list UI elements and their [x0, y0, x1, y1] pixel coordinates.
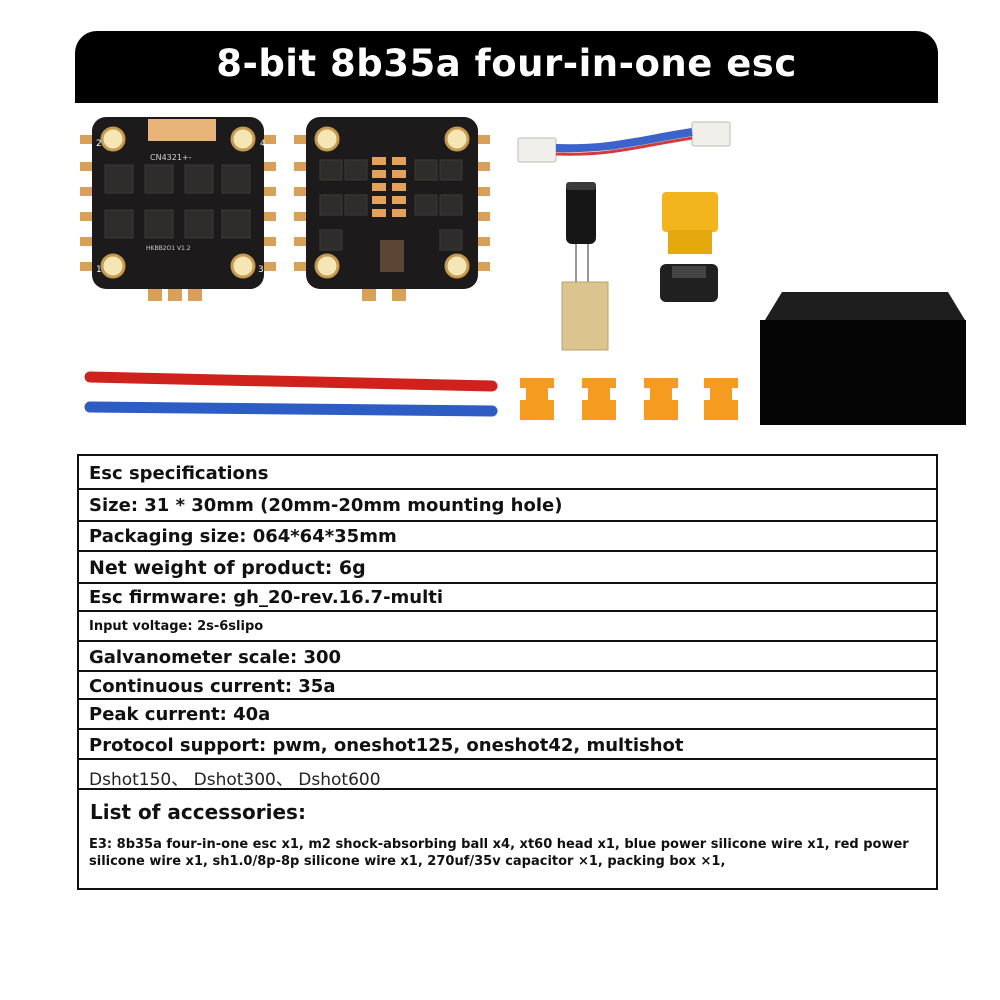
spec-heading: Esc specifications	[89, 463, 269, 484]
accessories-text: E3: 8b35a four-in-one esc x1, m2 shock-a…	[89, 837, 909, 869]
spec-row-galvanometer: Galvanometer scale: 300	[79, 642, 936, 672]
silk-cn: CN4321+-	[150, 153, 192, 162]
spec-row-size: Size: 31 * 30mm (20mm-20mm mounting hole…	[79, 490, 936, 522]
spec-dshot: Dshot150、 Dshot300、 Dshot600	[89, 770, 381, 790]
page-title: 8-bit 8b35a four-in-one esc	[216, 42, 797, 85]
spec-row-continuous: Continuous current: 35a	[79, 672, 936, 700]
spec-galvanometer: Galvanometer scale: 300	[89, 647, 342, 668]
shock-absorbing-balls	[520, 378, 738, 420]
spec-row-peak: Peak current: 40a	[79, 700, 936, 730]
spec-firmware: Esc firmware: gh_20-rev.16.7-multi	[89, 587, 444, 608]
silk-model: HKBB2O1 V1.2	[146, 245, 191, 252]
spec-row-weight: Net weight of product: 6g	[79, 552, 936, 584]
corner-label-3: 3	[258, 265, 264, 275]
spec-weight: Net weight of product: 6g	[89, 557, 366, 579]
spec-row-packaging: Packaging size: 064*64*35mm	[79, 522, 936, 552]
product-photo-area: CN4321+- HKBB2O1 V1.2 1 4 3 2	[80, 117, 966, 425]
title-banner: 8-bit 8b35a four-in-one esc	[75, 31, 938, 103]
spec-row-input-voltage: Input voltage: 2s-6slipo	[79, 612, 936, 642]
spec-size: Size: 31 * 30mm (20mm-20mm mounting hole…	[89, 495, 563, 516]
corner-label-1: 1	[96, 265, 102, 275]
esc-board-front: CN4321+- HKBB2O1 V1.2 1 4 3 2	[80, 117, 276, 301]
spec-row-protocol: Protocol support: pwm, oneshot125, onesh…	[79, 730, 936, 760]
spec-protocol: Protocol support: pwm, oneshot125, onesh…	[89, 735, 684, 756]
corner-label-4: 2	[96, 139, 102, 149]
spec-row-firmware: Esc firmware: gh_20-rev.16.7-multi	[79, 584, 936, 612]
spec-packaging: Packaging size: 064*64*35mm	[89, 526, 397, 547]
spec-table: Esc specifications Size: 31 * 30mm (20mm…	[77, 454, 938, 890]
power-silicone-wires	[84, 371, 498, 417]
capacitor	[561, 182, 609, 351]
accessories-title: List of accessories:	[90, 800, 306, 824]
packing-box	[760, 292, 966, 425]
corner-label-2: 4	[260, 139, 266, 149]
esc-board-back	[294, 117, 490, 301]
sh1-silicone-wire	[517, 121, 731, 163]
accessories-section: List of accessories: E3: 8b35a four-in-o…	[79, 790, 936, 888]
spec-input-voltage: Input voltage: 2s-6slipo	[89, 619, 264, 634]
spec-continuous-current: Continuous current: 35a	[89, 676, 336, 697]
xt60-connector	[660, 192, 718, 302]
spec-peak-current: Peak current: 40a	[89, 704, 271, 725]
spec-row-dshot: Dshot150、 Dshot300、 Dshot600	[79, 760, 936, 790]
spec-row-heading: Esc specifications	[79, 456, 936, 490]
